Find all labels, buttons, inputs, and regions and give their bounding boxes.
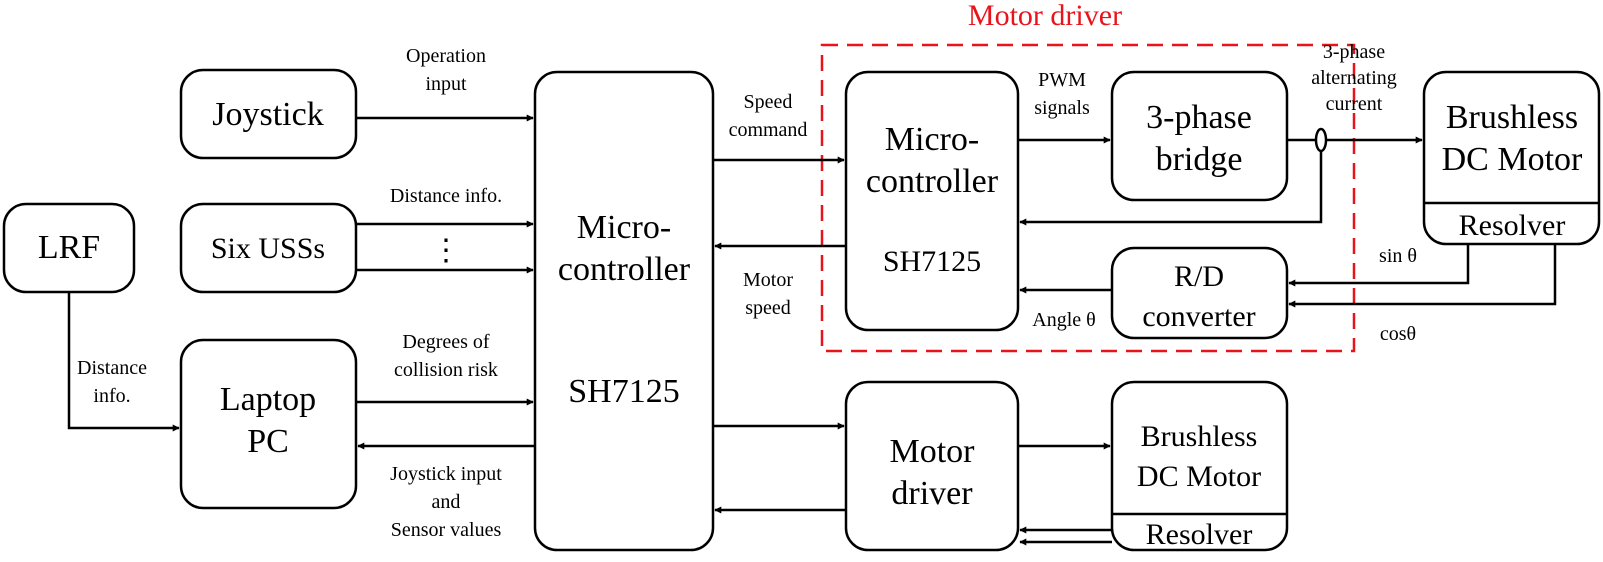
laptop-block: [179, 338, 358, 510]
bldc-motor-top-block: [1422, 70, 1601, 246]
degrees-collision-label-2: collision risk: [394, 359, 498, 381]
speed-command-label-1: Speed: [744, 91, 793, 113]
mcu2-label-3: SH7125: [883, 245, 981, 278]
joystick-label: Joystick: [212, 96, 323, 133]
three-phase-ac-label-3: current: [1326, 93, 1383, 115]
current-feedback-arrow: [1019, 151, 1323, 226]
rd-converter-block: [1110, 246, 1289, 340]
joystick-block: [179, 68, 358, 160]
current-sensor-icon: [1314, 127, 1328, 153]
angle-theta-label: Angle θ: [1032, 309, 1095, 331]
rd-converter-label-1: R/D: [1174, 260, 1224, 293]
bldc-motor-bottom-block: [1110, 380, 1289, 552]
main-mcu-label-1: Micro-: [577, 209, 671, 246]
six-usss-label: Six USSs: [211, 232, 325, 265]
bldc-bottom-label-1: Brushless: [1141, 420, 1258, 453]
motor-driver-group: [820, 43, 1356, 353]
joystick-sensor-label-1: Joystick input: [390, 463, 502, 485]
pwm-signals-label-1: PWM: [1038, 69, 1086, 91]
distance-info-lrf-label-2: info.: [93, 385, 130, 407]
mcu2-label-1: Micro-: [885, 121, 979, 158]
cos-theta-arrow: [1288, 244, 1557, 308]
laptop-label-2: PC: [247, 423, 289, 460]
resolver-top-label: Resolver: [1459, 209, 1566, 242]
motor-driver-label-1: Motor: [890, 433, 976, 470]
three-phase-ac-label-1: 3-phase: [1323, 41, 1385, 63]
main-mcu-label-2: controller: [558, 251, 691, 288]
rd-converter-label-2: converter: [1142, 300, 1255, 333]
vertical-dots: ⋮: [431, 234, 461, 267]
motor-driver-group-title: Motor driver: [968, 0, 1122, 32]
bridge-label-1: 3-phase: [1146, 99, 1252, 136]
motor-driver-label-2: driver: [891, 475, 973, 512]
joystick-sensor-label-2: and: [432, 491, 461, 513]
microcontroller-2-block: [844, 70, 1020, 332]
main-microcontroller-block: [533, 70, 715, 552]
cos-theta-label: cosθ: [1380, 323, 1416, 345]
bldc-top-label-2: DC Motor: [1442, 141, 1583, 178]
sin-theta-label: sin θ: [1379, 245, 1417, 267]
bldc-top-label-1: Brushless: [1446, 99, 1578, 136]
pwm-signals-label-2: signals: [1034, 97, 1090, 119]
motor-speed-label-2: speed: [745, 297, 791, 319]
joystick-sensor-label-3: Sensor values: [391, 519, 502, 541]
three-phase-ac-label-2: alternating: [1311, 67, 1397, 89]
operation-input-label-1: Operation: [406, 45, 486, 67]
speed-command-label-2: command: [729, 119, 808, 141]
six-usss-block: [179, 202, 358, 294]
degrees-collision-label-1: Degrees of: [402, 331, 490, 353]
distance-info-uss-label: Distance info.: [390, 185, 502, 207]
mcu2-label-2: controller: [866, 163, 999, 200]
laptop-label-1: Laptop: [220, 381, 316, 418]
resolver-bottom-label: Resolver: [1146, 518, 1253, 551]
distance-info-lrf-label-1: Distance: [77, 357, 147, 379]
motor-speed-label-1: Motor: [743, 269, 793, 291]
main-mcu-label-3: SH7125: [568, 373, 679, 410]
bridge-label-2: bridge: [1156, 141, 1243, 178]
lrf-to-laptop-arrow: [67, 292, 180, 432]
bldc-bottom-label-2: DC Motor: [1137, 460, 1261, 493]
sin-theta-arrow: [1288, 244, 1470, 287]
motor-driver-block: [844, 380, 1020, 552]
operation-input-label-2: input: [425, 73, 467, 95]
lrf-label: LRF: [38, 229, 100, 266]
three-phase-bridge-block: [1110, 70, 1289, 202]
